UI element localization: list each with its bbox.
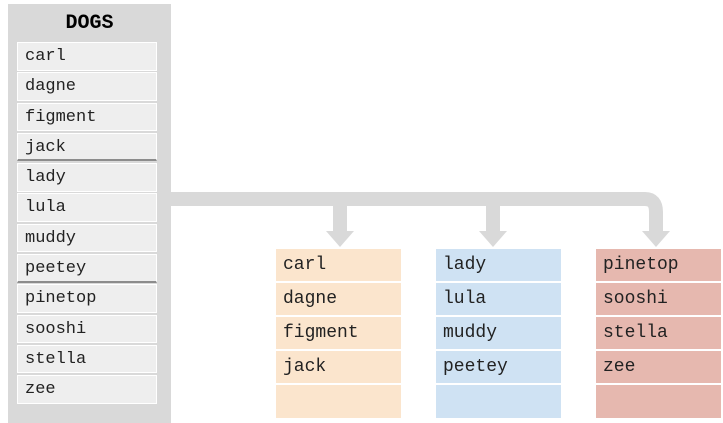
dogs-title: DOGS [65, 12, 114, 35]
list-item: dagne [17, 72, 157, 101]
list-item: peetey [17, 254, 157, 283]
arrow-down-icon [642, 231, 670, 247]
group-2-item: peetey [436, 351, 561, 383]
group-3-item: zee [596, 351, 721, 383]
group-1-item: jack [276, 351, 401, 383]
group-3-item-empty [596, 385, 721, 418]
group-1-item: dagne [276, 283, 401, 315]
list-item: pinetop [17, 284, 157, 313]
group-2-item: lula [436, 283, 561, 315]
group-2-list: lady lula muddy peetey [436, 249, 561, 420]
group-1-list: carl dagne figment jack [276, 249, 401, 420]
group-2-item: muddy [436, 317, 561, 349]
list-item: carl [17, 42, 157, 71]
group-1-item-empty [276, 385, 401, 418]
dogs-list: carl dagne figment jack lady lula muddy … [17, 42, 157, 406]
list-item: jack [17, 132, 157, 162]
group-3-item: stella [596, 317, 721, 349]
list-item: lula [17, 193, 157, 222]
list-item: lady [17, 163, 157, 192]
group-1-item: carl [276, 249, 401, 281]
connector-line [171, 192, 663, 232]
arrow-down-icon [326, 231, 354, 247]
group-3-item: pinetop [596, 249, 721, 281]
arrow-down-icon [479, 231, 507, 247]
dogs-panel: DOGS carl dagne figment jack lady lula m… [8, 4, 171, 423]
list-item: muddy [17, 223, 157, 253]
list-item: sooshi [17, 314, 157, 344]
group-1-item: figment [276, 317, 401, 349]
list-item: zee [17, 375, 157, 404]
list-item: figment [17, 102, 157, 132]
group-3-list: pinetop sooshi stella zee [596, 249, 721, 420]
group-2-item-empty [436, 385, 561, 418]
list-item: stella [17, 344, 157, 374]
group-3-item: sooshi [596, 283, 721, 315]
group-2-item: lady [436, 249, 561, 281]
